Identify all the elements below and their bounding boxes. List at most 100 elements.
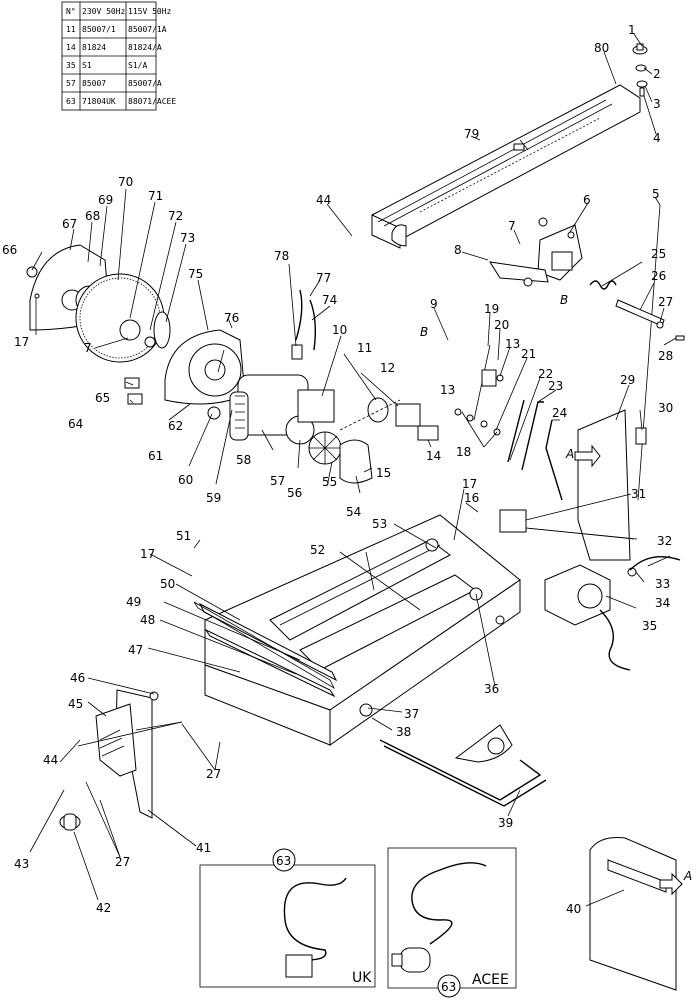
callout-40: 40	[566, 902, 581, 916]
callout-9: 9	[430, 297, 438, 311]
slide-rail	[379, 724, 547, 807]
callout-42: 42	[96, 901, 111, 915]
callout-20: 20	[494, 318, 509, 332]
callout-65: 65	[95, 391, 110, 405]
table-cell: 81824	[82, 43, 106, 52]
callout-55: 55	[322, 475, 337, 489]
callout-45: 45	[68, 697, 83, 711]
table-cell: S1	[82, 61, 92, 70]
callout-75: 75	[188, 267, 203, 281]
callout-67: 67	[62, 217, 77, 231]
table-cell: 85007/A	[128, 79, 162, 88]
callout-56: 56	[287, 486, 302, 500]
callout-43: 43	[14, 857, 29, 871]
inset-uk	[199, 864, 376, 988]
callout-24: 24	[552, 406, 567, 420]
callout-57: 57	[270, 474, 285, 488]
callout-37: 37	[404, 707, 419, 721]
callout-77: 77	[316, 271, 331, 285]
callout-17-lower: 17	[140, 547, 155, 561]
callout-27-mid: 27	[206, 767, 221, 781]
callout-12: 12	[380, 361, 395, 375]
callout-44-lower: 44	[43, 753, 58, 767]
view-b-marker-right: B	[560, 293, 568, 307]
callout-74: 74	[322, 293, 337, 307]
table-header-230v: 230V 50Hz	[82, 7, 126, 16]
callout-62: 62	[168, 419, 183, 433]
callout-71: 71	[148, 189, 163, 203]
rear-plate	[574, 409, 647, 561]
cord-strain-relief	[291, 289, 317, 360]
table-cell: 71804UK	[82, 97, 116, 106]
callouts: 1 2 3 4 5 6 7 8 9 10 11 12 13 14 15 16 1…	[2, 23, 673, 916]
pump-motor	[544, 556, 681, 671]
switch-capacitor-group	[339, 397, 439, 441]
side-frame	[95, 689, 159, 819]
callout-23: 23	[548, 379, 563, 393]
callout-33: 33	[655, 577, 670, 591]
callout-61: 61	[148, 449, 163, 463]
table-cell: 63	[66, 97, 76, 106]
table-cell: 85007/1A	[128, 25, 167, 34]
spring-shaft-group	[589, 280, 685, 341]
switch-box	[499, 509, 527, 533]
callout-48: 48	[140, 613, 155, 627]
callout-8: 8	[454, 243, 462, 257]
motor-assembly	[124, 329, 335, 445]
blade-guard-assembly	[26, 244, 171, 363]
callout-63-uk: 63	[276, 854, 291, 868]
callout-27-top: 27	[658, 295, 673, 309]
callout-2: 2	[653, 67, 661, 81]
callout-79: 79	[464, 127, 479, 141]
table-header-115v: 115V 50Hz	[128, 7, 172, 16]
callout-26: 26	[651, 269, 666, 283]
callout-7: 7	[508, 219, 516, 233]
callout-4: 4	[653, 131, 661, 145]
callout-51: 51	[176, 529, 191, 543]
callout-11: 11	[357, 341, 372, 355]
table-cell: 14	[66, 43, 76, 52]
callout-58: 58	[236, 453, 251, 467]
callout-13-lower: 13	[440, 383, 455, 397]
callout-36: 36	[484, 682, 499, 696]
callout-15: 15	[376, 466, 391, 480]
table-header-no: N°	[66, 7, 76, 16]
callout-6: 6	[583, 193, 591, 207]
knob	[59, 813, 81, 831]
inset-acee-label: ACEE	[472, 972, 509, 988]
callout-78: 78	[274, 249, 289, 263]
callout-52: 52	[310, 543, 325, 557]
callout-17-left: 17	[14, 335, 29, 349]
callout-25: 25	[651, 247, 666, 261]
callout-44-upper: 44	[316, 193, 331, 207]
callout-38: 38	[396, 725, 411, 739]
callout-21: 21	[521, 347, 536, 361]
callout-30: 30	[658, 401, 673, 415]
table-cell: 57	[66, 79, 76, 88]
table-cell: 85007/1	[82, 25, 116, 34]
callout-28: 28	[658, 349, 673, 363]
callout-32: 32	[657, 534, 672, 548]
callout-60: 60	[178, 473, 193, 487]
guide-rod	[637, 204, 661, 501]
table-cell: 81824/A	[128, 43, 162, 52]
callout-68: 68	[85, 209, 100, 223]
callout-49: 49	[126, 595, 141, 609]
callout-19: 19	[484, 302, 499, 316]
callout-17-mid: 17	[462, 477, 477, 491]
callout-46: 46	[70, 671, 85, 685]
inset-labels: 63 UK 63 ACEE	[272, 848, 509, 998]
callout-59: 59	[206, 491, 221, 505]
inset-uk-label: UK	[352, 970, 372, 986]
callout-7-left: 7	[84, 341, 92, 355]
inset-acee	[387, 847, 517, 989]
callout-13-upper: 13	[505, 337, 520, 351]
callout-5: 5	[652, 187, 660, 201]
voltage-reference-table: N° 230V 50Hz 115V 50Hz 11 85007/1 85007/…	[61, 1, 176, 111]
callout-1: 1	[628, 23, 636, 37]
table-cell: S1/A	[128, 61, 147, 70]
callout-54: 54	[346, 505, 361, 519]
callout-31: 31	[631, 487, 646, 501]
callout-73: 73	[180, 231, 195, 245]
